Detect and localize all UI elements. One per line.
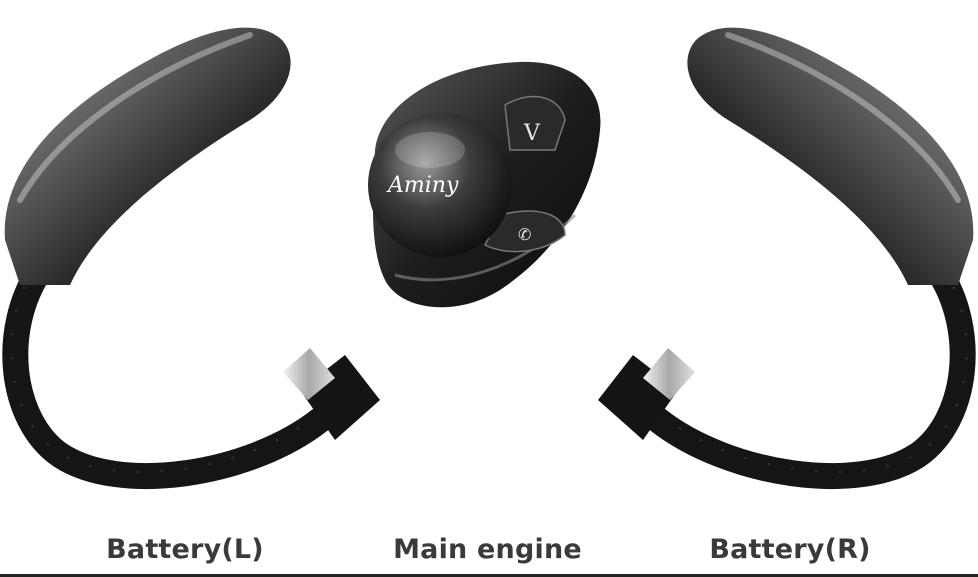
bottom-divider	[0, 574, 978, 577]
battery-right-caption: Battery(R)	[709, 534, 871, 565]
main-engine-caption: Main engine	[393, 534, 582, 565]
main-engine-image: V ✆ Aminy	[368, 61, 601, 308]
brand-logo-text: Aminy	[386, 173, 459, 198]
battery-left-caption: Battery(L)	[106, 534, 264, 565]
call-icon: ✆	[518, 225, 531, 244]
right-battery-image	[598, 27, 976, 489]
volume-button-label: V	[523, 121, 541, 146]
left-battery-image	[2, 27, 380, 489]
